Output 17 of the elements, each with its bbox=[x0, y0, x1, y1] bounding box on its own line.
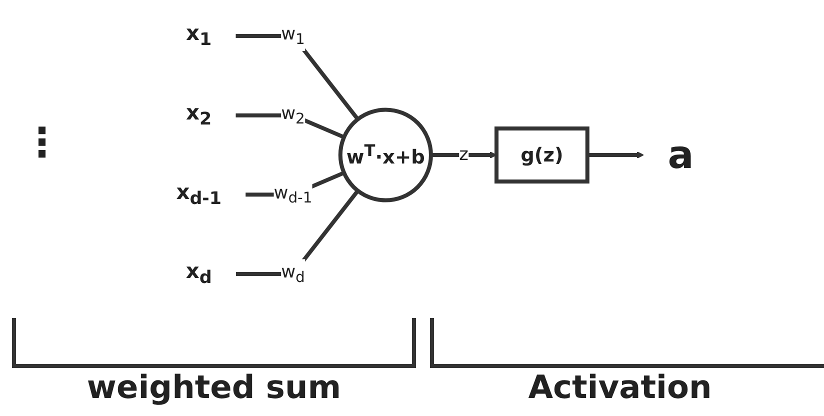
node-text: x$_{d-1}$ bbox=[176, 180, 222, 209]
edge-label: w$_{2}$ bbox=[281, 104, 305, 128]
ellipsis-dots: ⋮ bbox=[22, 120, 62, 166]
arrow bbox=[430, 151, 497, 159]
node-text: a bbox=[668, 132, 694, 178]
section-label: weighted sum bbox=[86, 368, 342, 406]
node-text: x$_{d}$ bbox=[186, 260, 212, 288]
node-text: x$_{1}$ bbox=[186, 22, 212, 50]
arrow bbox=[587, 151, 644, 159]
edge-label: w$_{d-1}$ bbox=[274, 183, 312, 207]
section-label: Activation bbox=[527, 368, 713, 406]
edge-label: w$_{1}$ bbox=[281, 24, 305, 48]
edge-label: z bbox=[459, 144, 468, 166]
node-text: x$_{2}$ bbox=[186, 101, 212, 130]
node-circle: w$^{T}$·x+b bbox=[338, 108, 433, 202]
node-box: g(z) bbox=[494, 126, 590, 184]
edge-label: w$_{d}$ bbox=[281, 262, 305, 286]
